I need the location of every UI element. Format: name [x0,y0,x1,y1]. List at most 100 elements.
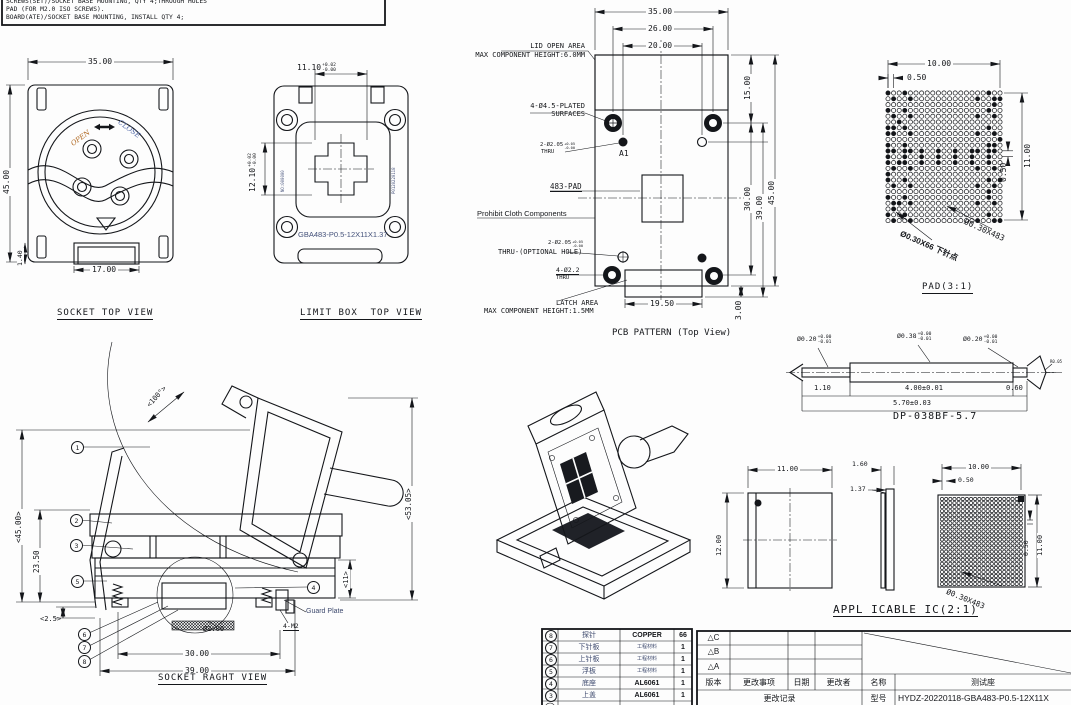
dim-value: 12.10 [248,167,257,192]
pad-483-label: 483-PAD [550,182,582,192]
tol-plus: +0.02 [322,63,336,68]
tol-plus: +0.05 [572,240,584,244]
dim-right-53: <53.05> [404,486,413,522]
part-name: 上针板 [578,656,600,663]
part-qty: 1 [681,692,685,699]
balloon-4: 4 [307,581,320,594]
probe-linework [786,344,1062,412]
rev-row-c: △C [707,633,720,642]
dim-pcb-45: 45.00 [767,178,776,207]
dim-ballmap-05: 0.50 [958,476,974,484]
tolerance-stack: +0.00-0.01 [817,335,832,346]
part-material: AL6061 [634,680,660,687]
dim-right-25: <2.5> [40,615,62,623]
tol-minus: -0.01 [817,339,832,345]
dim-socket-width: 35.00 [86,57,115,66]
tol-plus: +0.05 [564,142,576,146]
dim-ballmap-05-right: 0.50 [1022,540,1030,556]
part-material: AL6061 [634,692,660,699]
probe-dim-3: 0.60 [1006,384,1023,392]
dim-value: 11.10 [297,63,322,72]
dim-value: 2-Ø2.05 [540,142,564,148]
balloon-8: 8 [78,655,91,668]
dim-right-30: 30.00 [183,649,212,658]
pcb-pattern-linework [477,8,779,308]
dim-pcb-15: 15.00 [743,73,752,102]
tolerance-stack: +0.05-0.00 [564,142,576,151]
tol-minus: -0.01 [917,336,932,342]
dim-pad-height: 11.00 [1023,141,1032,170]
balloon-7: 7 [78,641,91,654]
part-no-4: 4 [545,678,557,690]
tol-plus: +0.00 [917,332,932,337]
tol-plus: +0.00 [817,335,832,340]
balloon-6: 6 [78,628,91,641]
part-name: 下针板 [578,644,600,651]
balloon-3: 3 [70,539,83,552]
dim-pad-pitch-y: 0.50 [999,162,1008,182]
probe-dim-2: 4.00±0.01 [905,384,943,392]
part-no-5: 5 [545,666,557,678]
socket-top-view-linework [6,58,174,273]
rev-col-item: 更改事项 [743,678,775,687]
tol-minus: -0.01 [983,339,998,345]
dim-value: 2-Ø2.05 [548,240,572,246]
tol-minus: -0.00 [322,67,336,73]
dim-tab-height: 1.40 [16,248,24,268]
dim-pcb-30: 30.00 [743,184,752,213]
dim-ic-12: 12.00 [715,532,723,558]
limit-box-side-text-right: P0120220118 [391,167,396,195]
dim-ic-11: 11.00 [775,465,801,473]
part-no-6: 6 [545,654,557,666]
dim-right-11: <11> [342,569,350,590]
dim-cavity-width: 11.10 +0.02-0.00 [297,63,336,74]
part-name: 探针 [582,632,596,639]
name-value: 测试座 [971,678,995,687]
tol-minus: -0.00 [564,145,576,150]
part-name: 上盖 [582,692,596,699]
part-no-8: 8 [545,630,557,642]
dim-cavity-height: 12.10 +0.02-0.00 [248,153,259,192]
part-material: 工程材料 [636,668,657,674]
thru-22-dim: 4-Ø2.2 [556,266,580,275]
tolerance-stack: +0.02-0.00 [322,63,336,74]
part-material: COPPER [632,632,662,639]
plated-surfaces-note-2: SURFACES [551,110,585,118]
part-no-7: 7 [545,642,557,654]
probe-dia-left: Ø0.20 +0.00-0.01 [797,335,832,346]
balloon-2: 2 [70,514,83,527]
model-label: 型号 [870,694,887,703]
note-line-2: PAD (FOR M2.0 ISO SCREWS). [6,6,105,13]
tolerance-stack: +0.00-0.01 [917,332,932,343]
dim-pcb-20: 20.00 [646,41,675,50]
part-material: 工程材料 [636,656,657,662]
dim-socket-height: 45.00 [2,167,11,196]
prohibit-note: Prohibit Cloth Components [477,209,567,218]
balloon-1: 1 [71,441,84,454]
dim-pcb-26: 26.00 [646,24,675,33]
dim-value: Ø0.20 [797,335,817,343]
applicable-ic-title: APPL ICABLE IC(2:1) [833,603,978,617]
rev-col-version: 版本 [705,678,722,687]
probe-dia-mid: Ø0.38 +0.00-0.01 [897,332,932,343]
right-view-linework [16,341,418,676]
part-qty: 66 [679,632,687,639]
dim-pad-pitch-x: 0.50 [907,73,927,82]
thru-22-word: THRU [556,275,570,281]
dim-pcb-35: 35.00 [646,7,675,16]
rev-row-a: △A [707,662,720,671]
title-block-linework [541,628,1071,705]
pad-detail-linework [878,60,1028,241]
part-name: 底座 [582,680,596,687]
dim-pad-width: 10.00 [925,59,954,68]
part-name: 浮板 [582,668,596,675]
part-qty: 1 [681,656,685,663]
part-qty: 1 [681,668,685,675]
latch-area-note-2: MAX COMPONENT HEIGHT:1.5MM [484,307,594,315]
dim-right-45: <45.00> [14,509,23,545]
thru-word: THRU [541,149,555,155]
tolerance-stack: +0.05-0.00 [572,240,584,249]
dim-tab-width: 17.00 [90,265,119,274]
